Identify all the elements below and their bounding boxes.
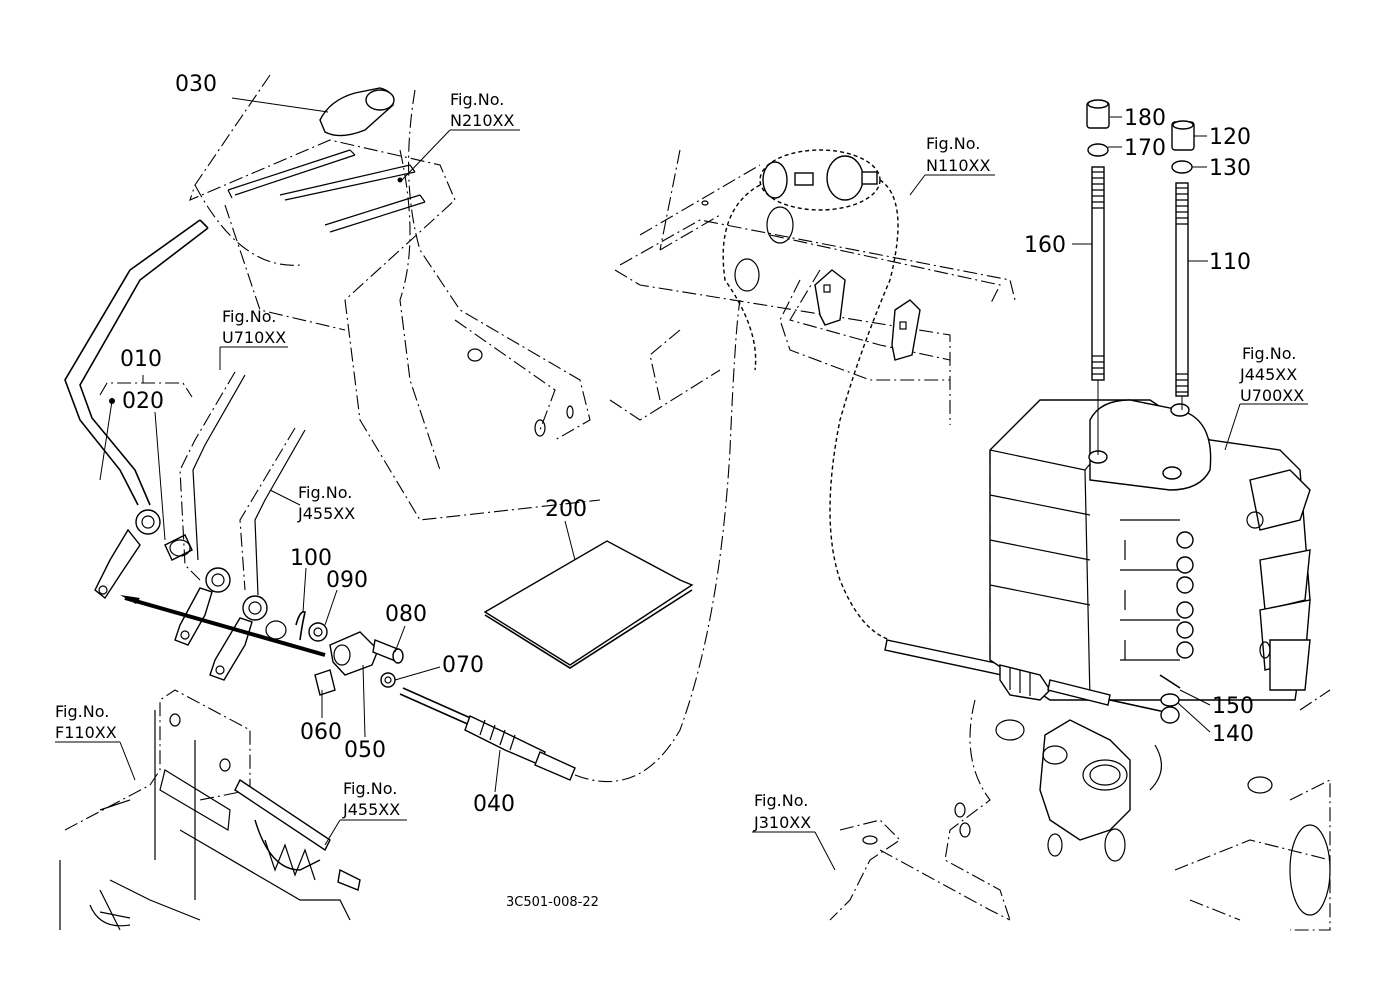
fig-ref-j445xx-u700xx[interactable]: Fig.No. J445XX U700XX	[1239, 344, 1304, 405]
svg-text:Fig.No.: Fig.No.	[343, 779, 397, 798]
fig-ref-n210xx[interactable]: Fig.No. N210XX	[450, 90, 514, 130]
label-part-200[interactable]: 200	[545, 497, 587, 522]
part-110-washer	[1160, 693, 1180, 707]
part-200-instruction-sheet	[483, 540, 694, 669]
label-part-120[interactable]: 150	[1212, 694, 1254, 719]
label-part-130[interactable]: 110	[1209, 250, 1251, 275]
fig-ref-j455xx-lower[interactable]: Fig.No. J455XX	[342, 779, 400, 819]
frame-reference	[609, 149, 1016, 676]
label-part-060[interactable]: 060	[300, 720, 342, 745]
drawing-code: 3C501-008-22	[506, 895, 599, 910]
label-part-030[interactable]: 030	[175, 72, 217, 97]
label-part-070[interactable]: 070	[442, 653, 484, 678]
label-part-080[interactable]: 080	[385, 602, 427, 627]
label-part-180[interactable]: 170	[1124, 136, 1166, 161]
part-180-washer	[1087, 143, 1109, 157]
label-part-020[interactable]: 020	[122, 389, 164, 414]
hydraulic-body-reference	[829, 689, 1331, 931]
svg-text:N110XX: N110XX	[926, 156, 990, 175]
svg-text:Fig.No.: Fig.No.	[450, 90, 504, 109]
console-reference-outline	[189, 74, 601, 521]
svg-text:J455XX: J455XX	[342, 800, 400, 819]
part-030-knob	[231, 87, 395, 137]
part-070-washer	[380, 672, 396, 688]
part-060-nut	[314, 669, 336, 696]
part-160-stud	[1091, 166, 1105, 381]
svg-text:Fig.No.: Fig.No.	[55, 702, 109, 721]
figure-references: Fig.No. N210XX Fig.No. U710XX Fig.No. J4…	[55, 90, 1304, 832]
svg-text:J455XX: J455XX	[297, 504, 355, 523]
label-part-160[interactable]: 160	[1024, 233, 1066, 258]
svg-text:N210XX: N210XX	[450, 111, 514, 130]
part-130-stud	[1175, 182, 1189, 397]
cable-end-hardware	[295, 610, 404, 696]
svg-text:U700XX: U700XX	[1240, 386, 1304, 405]
fig-ref-j310xx[interactable]: Fig.No. J310XX	[753, 791, 811, 832]
svg-text:Fig.No.: Fig.No.	[1242, 344, 1296, 363]
label-part-150[interactable]: 130	[1209, 156, 1251, 181]
leader-lines	[55, 116, 1308, 871]
label-part-110[interactable]: 140	[1212, 722, 1254, 747]
fig-ref-n110xx[interactable]: Fig.No. N110XX	[926, 134, 990, 175]
fig-ref-j455xx-upper[interactable]: Fig.No. J455XX	[297, 483, 355, 523]
levers	[64, 219, 326, 681]
svg-text:J310XX: J310XX	[753, 813, 811, 832]
label-part-090[interactable]: 090	[326, 568, 368, 593]
label-part-140[interactable]: 120	[1209, 125, 1251, 150]
part-050-clevis	[329, 631, 379, 676]
svg-text:Fig.No.: Fig.No.	[222, 307, 276, 326]
part-labels: 030 010 020 100 090 080 070 060 050 040 …	[120, 72, 1254, 817]
part-150-washer	[1171, 160, 1193, 174]
part-120-cotter-pin	[1159, 674, 1181, 689]
svg-text:Fig.No.: Fig.No.	[298, 483, 352, 502]
reference-dot	[397, 177, 403, 183]
label-part-040[interactable]: 040	[473, 792, 515, 817]
label-part-050[interactable]: 050	[344, 738, 386, 763]
label-part-100[interactable]: 100	[290, 546, 332, 571]
part-090-washer	[308, 622, 328, 642]
label-part-010[interactable]: 010	[120, 347, 162, 372]
svg-text:F110XX: F110XX	[55, 723, 117, 742]
svg-text:U710XX: U710XX	[222, 328, 286, 347]
fig-ref-f110xx[interactable]: Fig.No. F110XX	[55, 702, 117, 742]
svg-text:J445XX: J445XX	[1239, 365, 1297, 384]
label-part-170[interactable]: 180	[1124, 106, 1166, 131]
svg-text:Fig.No.: Fig.No.	[926, 134, 980, 153]
bracket-reference	[59, 689, 361, 931]
part-040-cable	[399, 299, 741, 783]
part-100-cotter-pin	[295, 610, 306, 641]
valve-block	[989, 399, 1311, 724]
fig-ref-u710xx[interactable]: Fig.No. U710XX	[222, 307, 286, 347]
stud-bolts	[1086, 99, 1195, 707]
svg-text:Fig.No.: Fig.No.	[754, 791, 808, 810]
